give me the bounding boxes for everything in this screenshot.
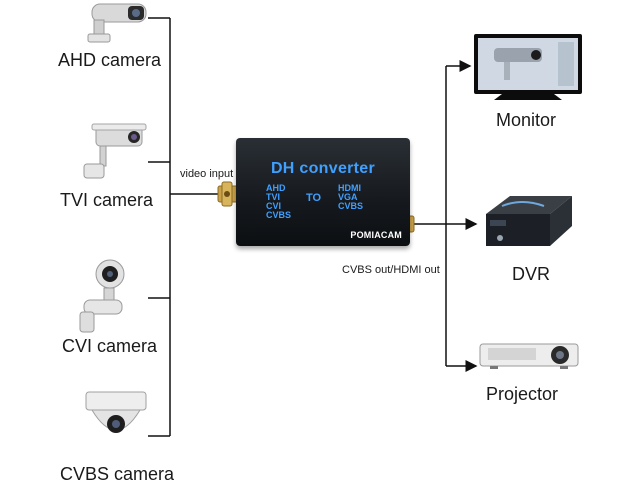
- converter-to-label: TO: [306, 192, 322, 204]
- bullet-camera-icon: [83, 123, 147, 179]
- converter-brand: POMIACAM: [350, 230, 402, 240]
- converter-output-item: VGA: [338, 192, 358, 202]
- bracket-camera-icon: [79, 259, 125, 333]
- input-bus: [148, 17, 222, 437]
- dh-converter-box: DH converter AHD TVI CVI CVBS TO HDMI VG…: [236, 138, 410, 246]
- converter-input-list: AHD TVI CVI CVBS: [266, 184, 291, 220]
- converter-input-item: AHD: [266, 183, 286, 193]
- output-label-dvr: DVR: [512, 264, 551, 284]
- bnc-input-connector-icon: [217, 181, 239, 207]
- projector-icon: [479, 343, 579, 369]
- output-label: CVBS out/HDMI out: [342, 264, 440, 276]
- video-input-label: video input: [180, 168, 234, 180]
- converter-output-item: CVBS: [338, 201, 364, 211]
- converter-input-item: CVBS: [266, 210, 292, 220]
- camera-label-tvi: TVI camera: [60, 190, 154, 210]
- ceiling-dome-camera-icon: [85, 391, 147, 433]
- dome-camera-icon: [87, 3, 147, 43]
- output-label-projector: Projector: [486, 384, 559, 404]
- monitor-icon: [474, 34, 582, 100]
- converter-output-list: HDMI VGA CVBS: [338, 184, 363, 211]
- converter-title: DH converter: [270, 160, 376, 177]
- converter-input-item: TVI: [266, 192, 281, 202]
- camera-label-cvi: CVI camera: [62, 336, 158, 356]
- converter-output-item: HDMI: [338, 183, 361, 193]
- camera-label-cvbs: CVBS camera: [60, 464, 175, 484]
- converter-input-item: CVI: [266, 201, 282, 211]
- dvr-icon: [486, 196, 572, 246]
- output-label-monitor: Monitor: [496, 110, 557, 130]
- camera-label-ahd: AHD camera: [58, 50, 162, 70]
- output-bus: [414, 60, 478, 372]
